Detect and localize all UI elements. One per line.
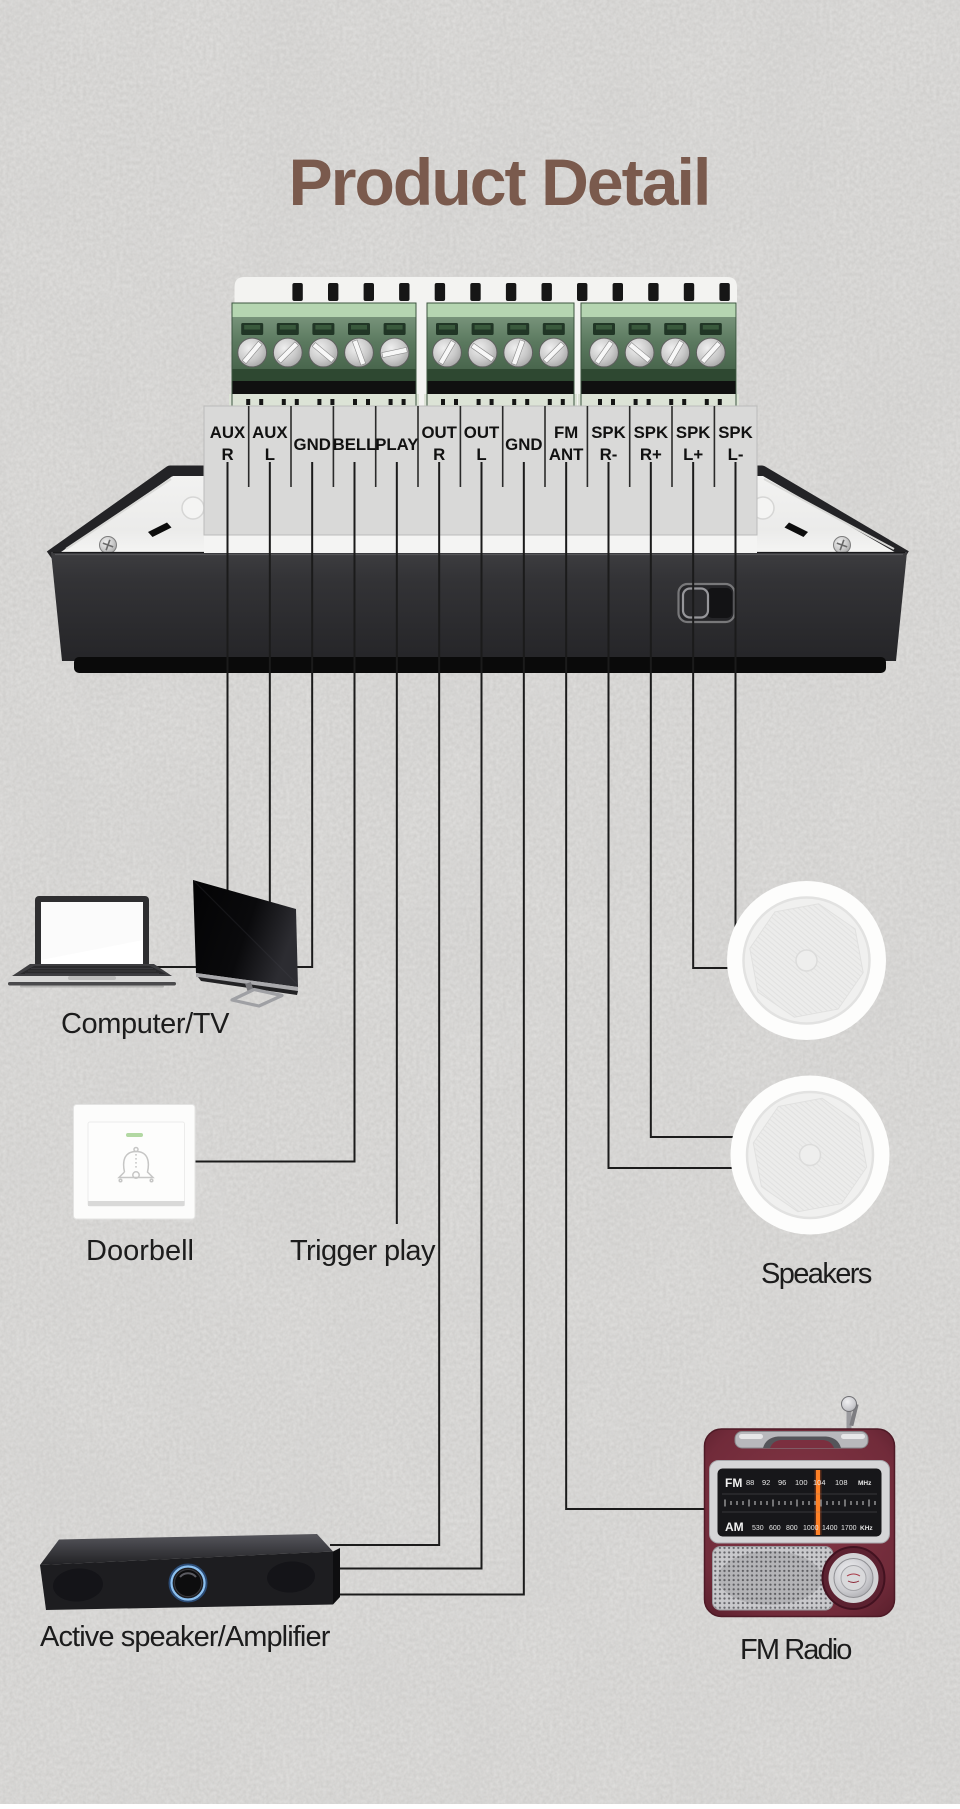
svg-text:R+: R+ — [640, 445, 662, 464]
svg-text:L+: L+ — [683, 445, 703, 464]
svg-text:OUT: OUT — [464, 423, 500, 442]
svg-text:L: L — [476, 445, 486, 464]
svg-text:100: 100 — [795, 1478, 808, 1487]
svg-text:BELL: BELL — [333, 435, 377, 454]
svg-text:R: R — [221, 445, 233, 464]
svg-text:SPK: SPK — [591, 423, 626, 442]
svg-text:GND: GND — [294, 435, 331, 454]
svg-text:SPK: SPK — [676, 423, 711, 442]
svg-text:R-: R- — [600, 445, 618, 464]
svg-text:GND: GND — [505, 435, 542, 454]
svg-text:Active speaker/Amplifier: Active speaker/Amplifier — [40, 1621, 331, 1653]
svg-text:92: 92 — [762, 1478, 770, 1487]
svg-text:108: 108 — [835, 1478, 848, 1487]
svg-text:600: 600 — [769, 1525, 781, 1532]
svg-text:800: 800 — [786, 1525, 798, 1532]
svg-text:FM: FM — [554, 423, 578, 442]
svg-text:L-: L- — [728, 445, 744, 464]
svg-text:AM: AM — [725, 1520, 744, 1534]
svg-text:88: 88 — [746, 1478, 754, 1487]
svg-text:104: 104 — [813, 1478, 826, 1487]
svg-text:MHz: MHz — [858, 1480, 872, 1487]
svg-text:Computer/TV: Computer/TV — [61, 1008, 230, 1040]
svg-text:530: 530 — [752, 1525, 764, 1532]
svg-text:SPK: SPK — [634, 423, 669, 442]
svg-text:FM Radio: FM Radio — [740, 1634, 851, 1666]
svg-text:1400: 1400 — [822, 1525, 838, 1532]
svg-text:PLAY: PLAY — [375, 435, 418, 454]
svg-text:Speakers: Speakers — [761, 1258, 872, 1290]
svg-text:FM: FM — [725, 1476, 742, 1490]
svg-text:1700: 1700 — [841, 1525, 857, 1532]
svg-text:ANT: ANT — [549, 445, 584, 464]
svg-text:Trigger play: Trigger play — [290, 1235, 436, 1267]
svg-text:SPK: SPK — [718, 423, 753, 442]
svg-text:AUX: AUX — [210, 423, 246, 442]
svg-text:OUT: OUT — [421, 423, 457, 442]
svg-text:R: R — [433, 445, 445, 464]
svg-text:KHz: KHz — [860, 1525, 873, 1532]
svg-text:Product Detail: Product Detail — [289, 145, 710, 219]
svg-text:Doorbell: Doorbell — [86, 1235, 194, 1267]
svg-text:AUX: AUX — [252, 423, 288, 442]
svg-text:96: 96 — [778, 1478, 786, 1487]
svg-text:1000: 1000 — [803, 1525, 819, 1532]
svg-text:L: L — [265, 445, 275, 464]
